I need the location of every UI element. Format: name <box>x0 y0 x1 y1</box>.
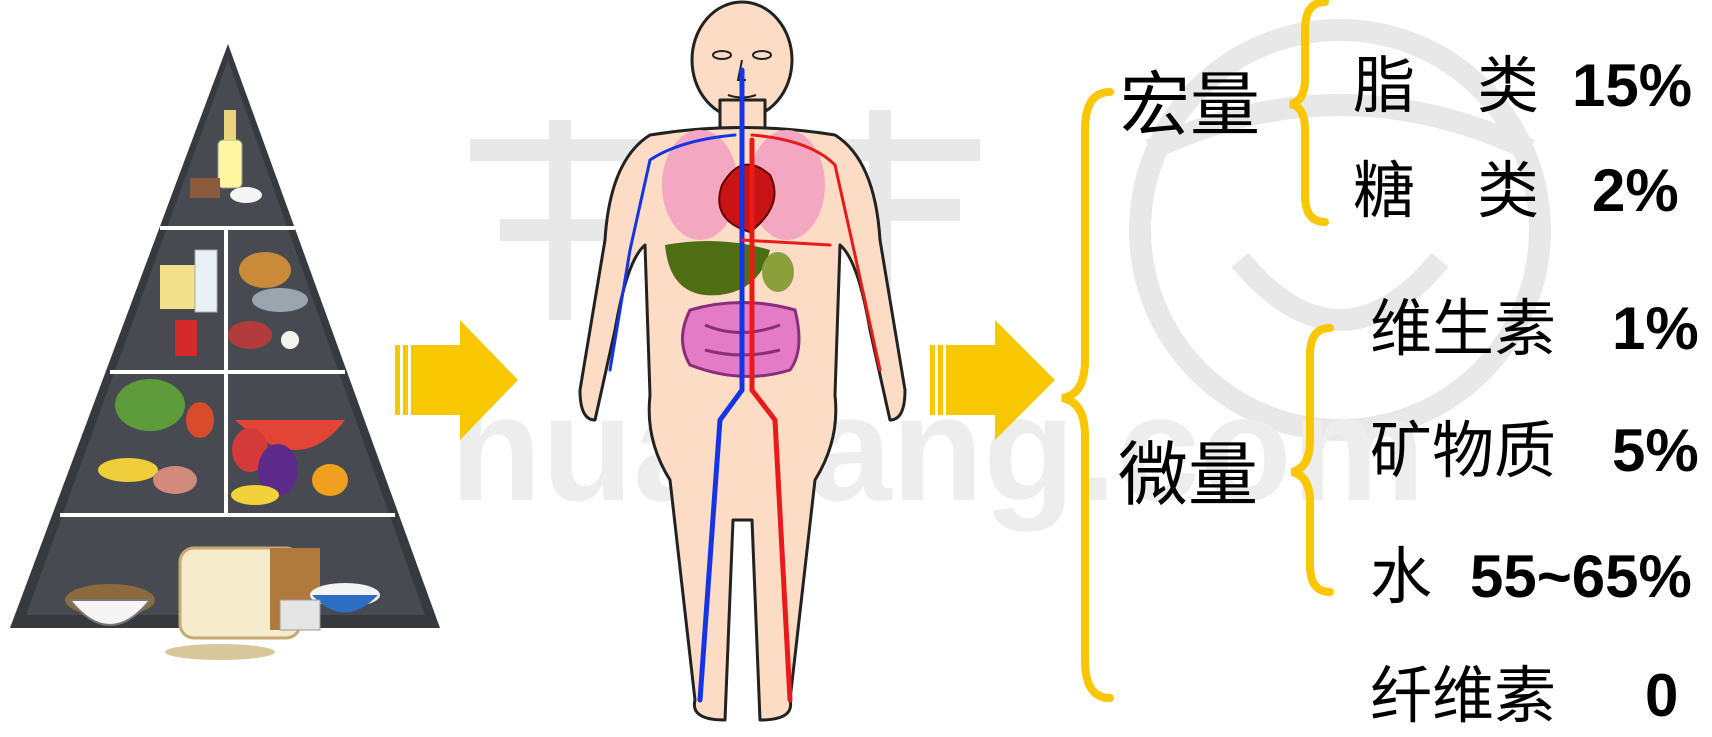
vitamin-name: 维生素 <box>1370 298 1556 360</box>
vitamin-value: 1% <box>1612 299 1699 359</box>
water-name: 水 <box>1370 546 1432 608</box>
fiber-name: 纤维素 <box>1370 665 1556 727</box>
mineral-name: 矿物质 <box>1370 420 1556 482</box>
lipid-name: 脂 类 <box>1353 55 1539 117</box>
sugar-value: 2% <box>1592 161 1679 221</box>
water-value: 55~65% <box>1470 547 1692 607</box>
mineral-value: 5% <box>1612 421 1699 481</box>
micro-label: 微量 <box>1118 440 1258 510</box>
macro-label: 宏量 <box>1120 70 1260 140</box>
lipid-value: 15% <box>1572 56 1692 116</box>
fiber-value: 0 <box>1645 666 1678 726</box>
sugar-name: 糖 类 <box>1353 160 1539 222</box>
